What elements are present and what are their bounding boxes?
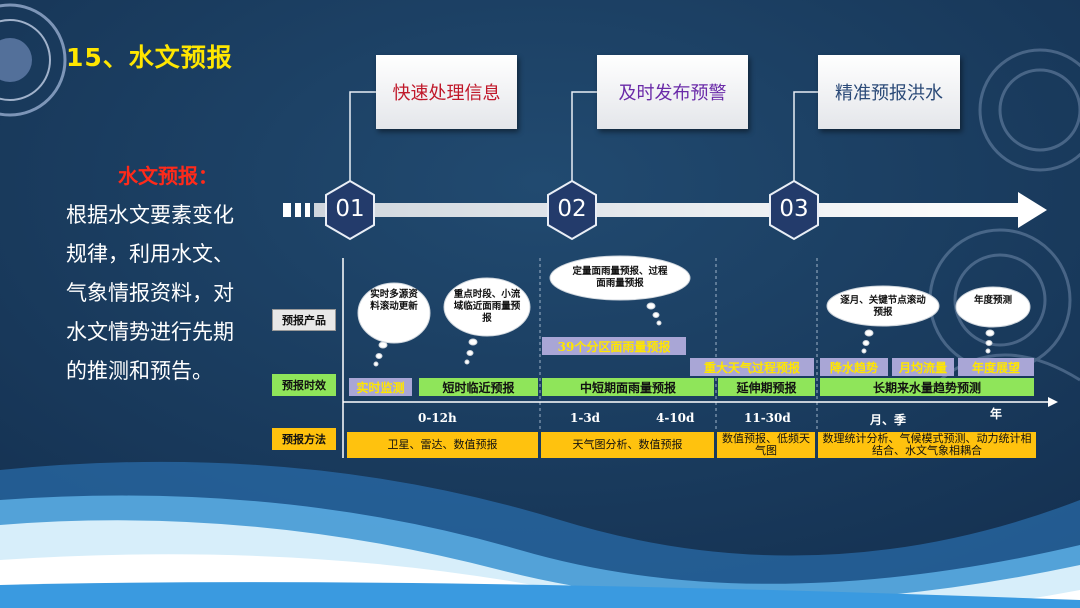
tick-year: 年: [990, 407, 1003, 421]
product-bar-1: 39个分区面雨量预报: [542, 337, 686, 355]
row-label-method: 预报方法: [272, 428, 336, 450]
tick-1-3d: 1-3d: [570, 411, 601, 425]
product-bar-4: 月均流量: [892, 358, 954, 376]
step-number-3: 03: [779, 196, 809, 222]
step-number-1: 01: [335, 196, 365, 222]
timeliness-bar-2: 短时临近预报: [419, 378, 538, 396]
step-label-3: 精准预报洪水: [835, 83, 943, 104]
cloud-text-3: 定量面雨量预报、过程面雨量预报: [572, 266, 668, 289]
method-bar-3: 数值预报、低频天气图: [717, 432, 815, 458]
step-box-1: 快速处理信息: [376, 55, 517, 129]
method-bar-1: 卫星、雷达、数值预报: [347, 432, 538, 458]
ornament-top-left: [0, 3, 67, 117]
cloud-text-4: 逐月、关键节点滚动预报: [840, 295, 926, 318]
method-bar-2: 天气图分析、数值预报: [541, 432, 714, 458]
slide-subtitle: 水文预报：: [118, 164, 218, 188]
hexagons: [325, 179, 819, 241]
step-box-2: 及时发布预警: [597, 55, 748, 129]
timeliness-bar-5: 长期来水量趋势预测: [820, 378, 1034, 396]
thought-clouds: [357, 255, 1031, 367]
timeliness-bar-3: 中短期面雨量预报: [542, 378, 714, 396]
tick-0-12h: 0-12h: [418, 411, 457, 425]
product-bar-2: 重大天气过程预报: [690, 358, 814, 376]
row-label-product: 预报产品: [272, 309, 336, 331]
step-label-2: 及时发布预警: [618, 83, 727, 104]
time-axis: [343, 397, 1058, 407]
slide-title: 15、水文预报: [66, 43, 233, 72]
slide-body: 根据水文要素变化规律，利用水文、气象情报资料，对水文情势进行先期的推测和预告。: [66, 203, 234, 383]
step-box-3: 精准预报洪水: [818, 55, 960, 129]
cloud-text-5: 年度预测: [973, 295, 1012, 306]
row-label-timeliness: 预报时效: [272, 374, 336, 396]
tick-11-30d: 11-30d: [744, 411, 791, 425]
step-label-1: 快速处理信息: [392, 83, 501, 104]
timeliness-bar-1: 实时监测: [349, 378, 412, 396]
tick-month-season: 月、季: [870, 413, 907, 427]
step-number-2: 02: [557, 196, 587, 222]
timeline-arrow: [283, 192, 1047, 228]
connector-lines: [349, 91, 818, 184]
bottom-waves: [0, 461, 1080, 608]
product-bar-5: 年度展望: [958, 358, 1034, 376]
method-bar-4: 数理统计分析、气候模式预测、动力统计相结合、水文气象相耦合: [818, 432, 1036, 458]
cloud-text-2: 重点时段、小流域临近面雨量预报: [453, 289, 521, 324]
cloud-text-1: 实时多源资料滚动更新: [370, 289, 418, 312]
tick-4-10d: 4-10d: [656, 411, 695, 425]
product-bar-3: 降水趋势: [820, 358, 888, 376]
timeliness-bar-4: 延伸期预报: [718, 378, 815, 396]
